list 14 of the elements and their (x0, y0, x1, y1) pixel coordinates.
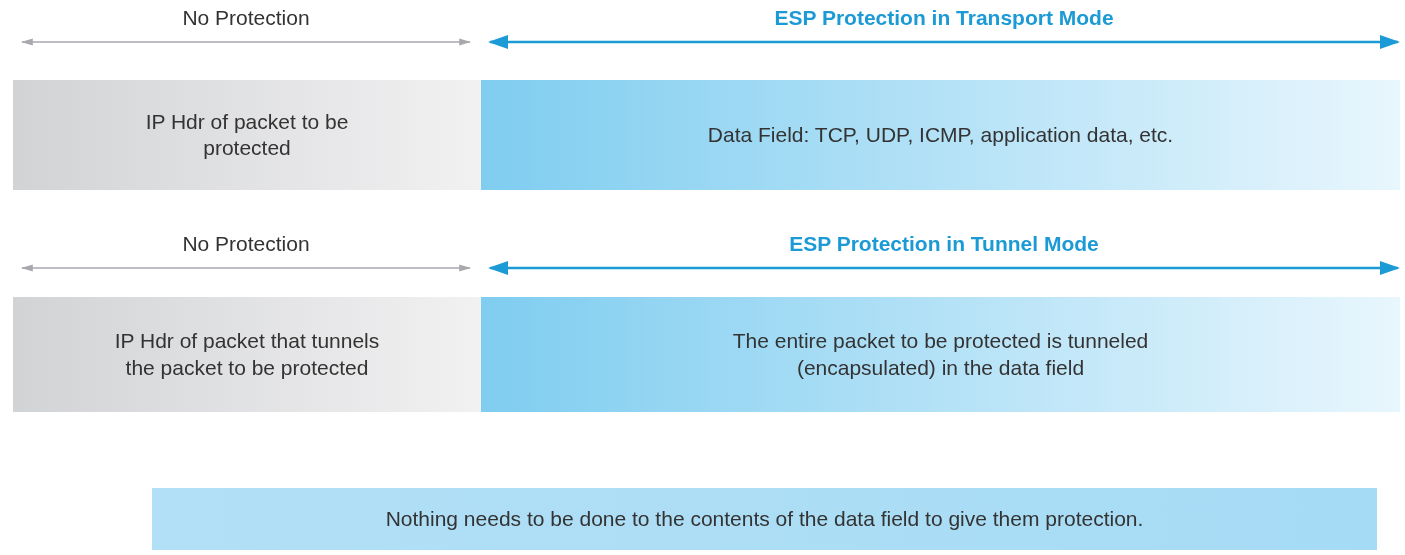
field-text: Data Field: TCP, UDP, ICMP, application data, etc. (707, 121, 1174, 148)
field-text: IP Hdr of packet that tunnels the packet to be protected (113, 328, 381, 381)
field-text: The entire packet to be protected is tunneled (encapsulated) in the data field (731, 328, 1150, 381)
header-field (13, 80, 481, 190)
protection-label: ESP Protection in Transport Mode (773, 6, 1115, 30)
field-text: IP Hdr of packet to be protected (144, 108, 350, 161)
protection-label: No Protection (181, 232, 311, 256)
field-text: Nothing needs to be done to the contents of the data field to give them protection. (385, 505, 1144, 532)
header-field (13, 297, 481, 412)
data-field (481, 80, 1400, 190)
data-field (481, 297, 1400, 412)
protection-label: No Protection (181, 6, 311, 30)
protection-label: ESP Protection in Tunnel Mode (788, 232, 1100, 256)
note-box (152, 488, 1377, 550)
